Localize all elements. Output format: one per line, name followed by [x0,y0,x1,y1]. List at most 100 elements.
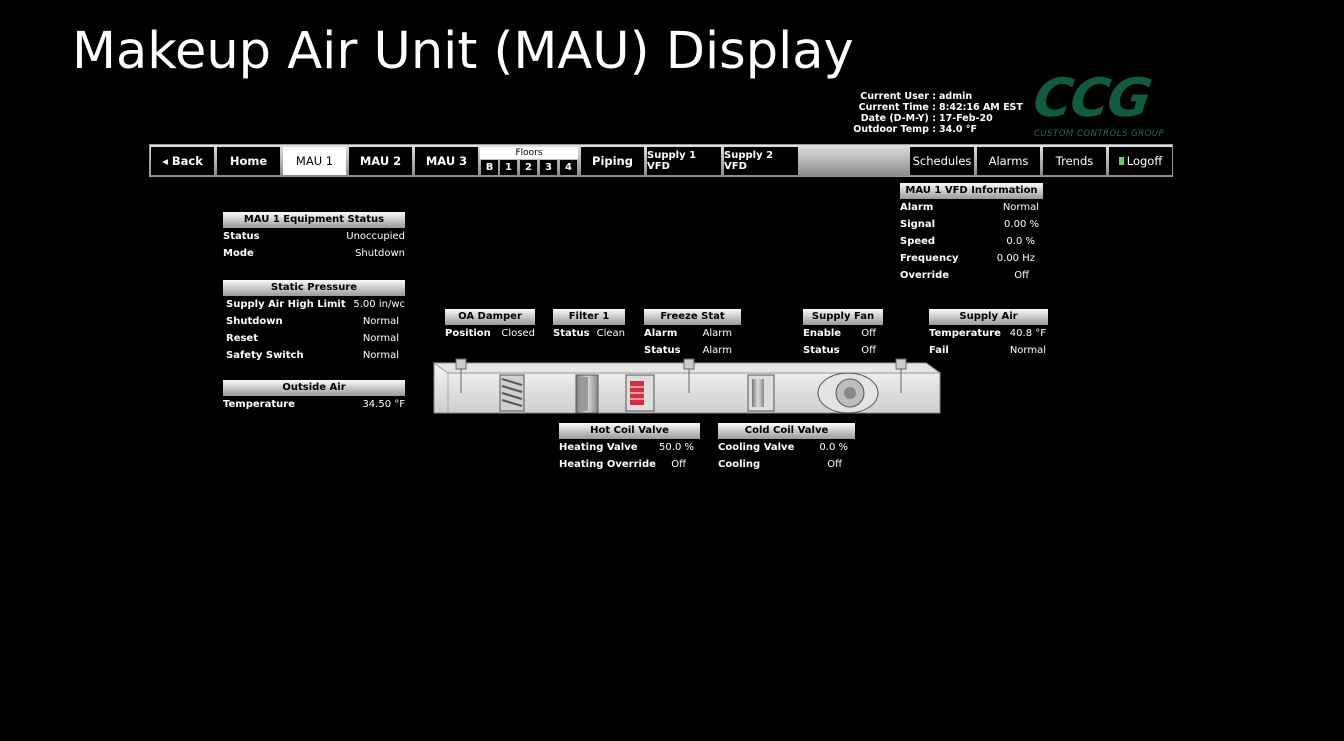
vfd-signal-label: Signal [900,219,936,230]
freeze-status-value: Alarm [702,345,732,356]
supply1-vfd-button[interactable]: Supply 1 VFD [647,147,721,175]
back-button[interactable]: ◂ Back [151,147,214,175]
filter1-label: Status [553,328,590,339]
ccg-logo: CCG CUSTOM CONTROLS GROUP [1030,68,1175,144]
trends-button[interactable]: Trends [1043,147,1106,175]
high-limit-value: 5.00 in/wc [353,299,405,310]
current-user: admin [939,91,973,102]
fan-enable-value: Off [861,328,876,339]
floor-3-button[interactable]: 3 [540,160,557,175]
shutdown-value: Normal [362,316,399,327]
filter1-panel: Filter 1 Status Clean [553,309,625,342]
schedules-button[interactable]: Schedules [910,147,974,175]
heating-override-label: Heating Override [559,459,656,470]
freeze-status-label: Status [644,345,681,356]
outdoor-temp: 34.0 °F [939,124,977,135]
oa-temp-value: 34.50 °F [362,399,405,410]
reset-value: Normal [362,333,399,344]
floor-b-button[interactable]: B [481,160,498,175]
heating-valve-label: Heating Valve [559,442,638,453]
safety-switch-row: Safety Switch Normal [223,347,405,364]
date-label: Date (D-M-Y) : [860,113,936,124]
cold-coil-header: Cold Coil Valve [718,423,855,439]
cooling-row: Cooling Off [718,456,855,473]
current-time-label: Current Time : [858,102,936,113]
filter1-header: Filter 1 [553,309,625,325]
cooling-label: Cooling [718,459,761,470]
cooling-valve-label: Cooling Valve [718,442,795,453]
static-pressure-header: Static Pressure [223,280,405,296]
cooling-valve-row: Cooling Valve 0.0 % [718,439,855,456]
cooling-coil-icon [747,374,775,412]
cold-coil-panel: Cold Coil Valve Cooling Valve 0.0 % Cooli… [718,423,855,473]
piping-button[interactable]: Piping [581,147,644,175]
home-button[interactable]: Home [217,147,280,175]
heating-override-value: Off [671,459,686,470]
floor-1-button[interactable]: 1 [500,160,517,175]
vfd-override-value: Off [1014,270,1029,281]
current-user-label: Current User : [860,91,936,102]
supply-fail-value: Normal [1009,345,1046,356]
cooling-valve-value: 0.0 % [819,442,848,453]
supply-temp-row: Temperature 40.8 °F [929,325,1048,342]
floors-label: Floors [480,147,578,159]
vfd-alarm-value: Normal [1002,202,1039,213]
vfd-alarm-label: Alarm [900,202,934,213]
alarms-button[interactable]: Alarms [977,147,1040,175]
safety-switch-label: Safety Switch [226,350,304,361]
logoff-icon [1118,157,1124,165]
floor-4-button[interactable]: 4 [560,160,577,175]
mode-row: Mode Shutdown [223,245,405,262]
vfd-signal-value: 0.00 % [1004,219,1039,230]
vfd-frequency-value: 0.00 Hz [996,253,1035,264]
floor-2-button[interactable]: 2 [520,160,537,175]
page-title: Makeup Air Unit (MAU) Display [72,22,854,81]
supply-fan-header: Supply Fan [803,309,883,325]
date-value: 17-Feb-20 [939,113,993,124]
freeze-stat-sensor-icon [683,358,695,393]
status-label: Status [223,231,260,242]
safety-switch-value: Normal [362,350,399,361]
oa-damper-value: Closed [501,328,535,339]
tab-mau2[interactable]: MAU 2 [349,147,412,175]
current-time: 8:42:16 AM EST [939,102,1023,113]
vfd-alarm-row: Alarm Normal [900,199,1043,216]
logoff-button[interactable]: Logoff [1109,147,1172,175]
static-pressure-panel: Static Pressure Supply Air High Limit 5.0… [223,280,405,364]
mode-label: Mode [223,248,254,259]
tab-mau1[interactable]: MAU 1 [283,147,346,175]
fan-status-label: Status [803,345,840,356]
high-limit-label: Supply Air High Limit [226,299,346,310]
oa-damper-header: OA Damper [445,309,535,325]
cooling-value: Off [827,459,842,470]
supply-temp-value: 40.8 °F [1009,328,1046,339]
filter1-value: Clean [596,328,625,339]
outside-air-header: Outside Air [223,380,405,396]
equipment-status-header: MAU 1 Equipment Status [223,212,405,228]
air-handler-diagram [432,358,942,414]
vfd-speed-value: 0.0 % [1006,236,1035,247]
tab-mau3[interactable]: MAU 3 [415,147,478,175]
supply2-vfd-button[interactable]: Supply 2 VFD [724,147,798,175]
vfd-signal-row: Signal 0.00 % [900,216,1043,233]
heating-coil-icon [625,374,655,412]
vfd-speed-label: Speed [900,236,936,247]
filter1-row: Status Clean [553,325,625,342]
supply-temp-label: Temperature [929,328,1001,339]
mode-value: Shutdown [355,248,405,259]
supply-fan-icon [817,372,879,414]
